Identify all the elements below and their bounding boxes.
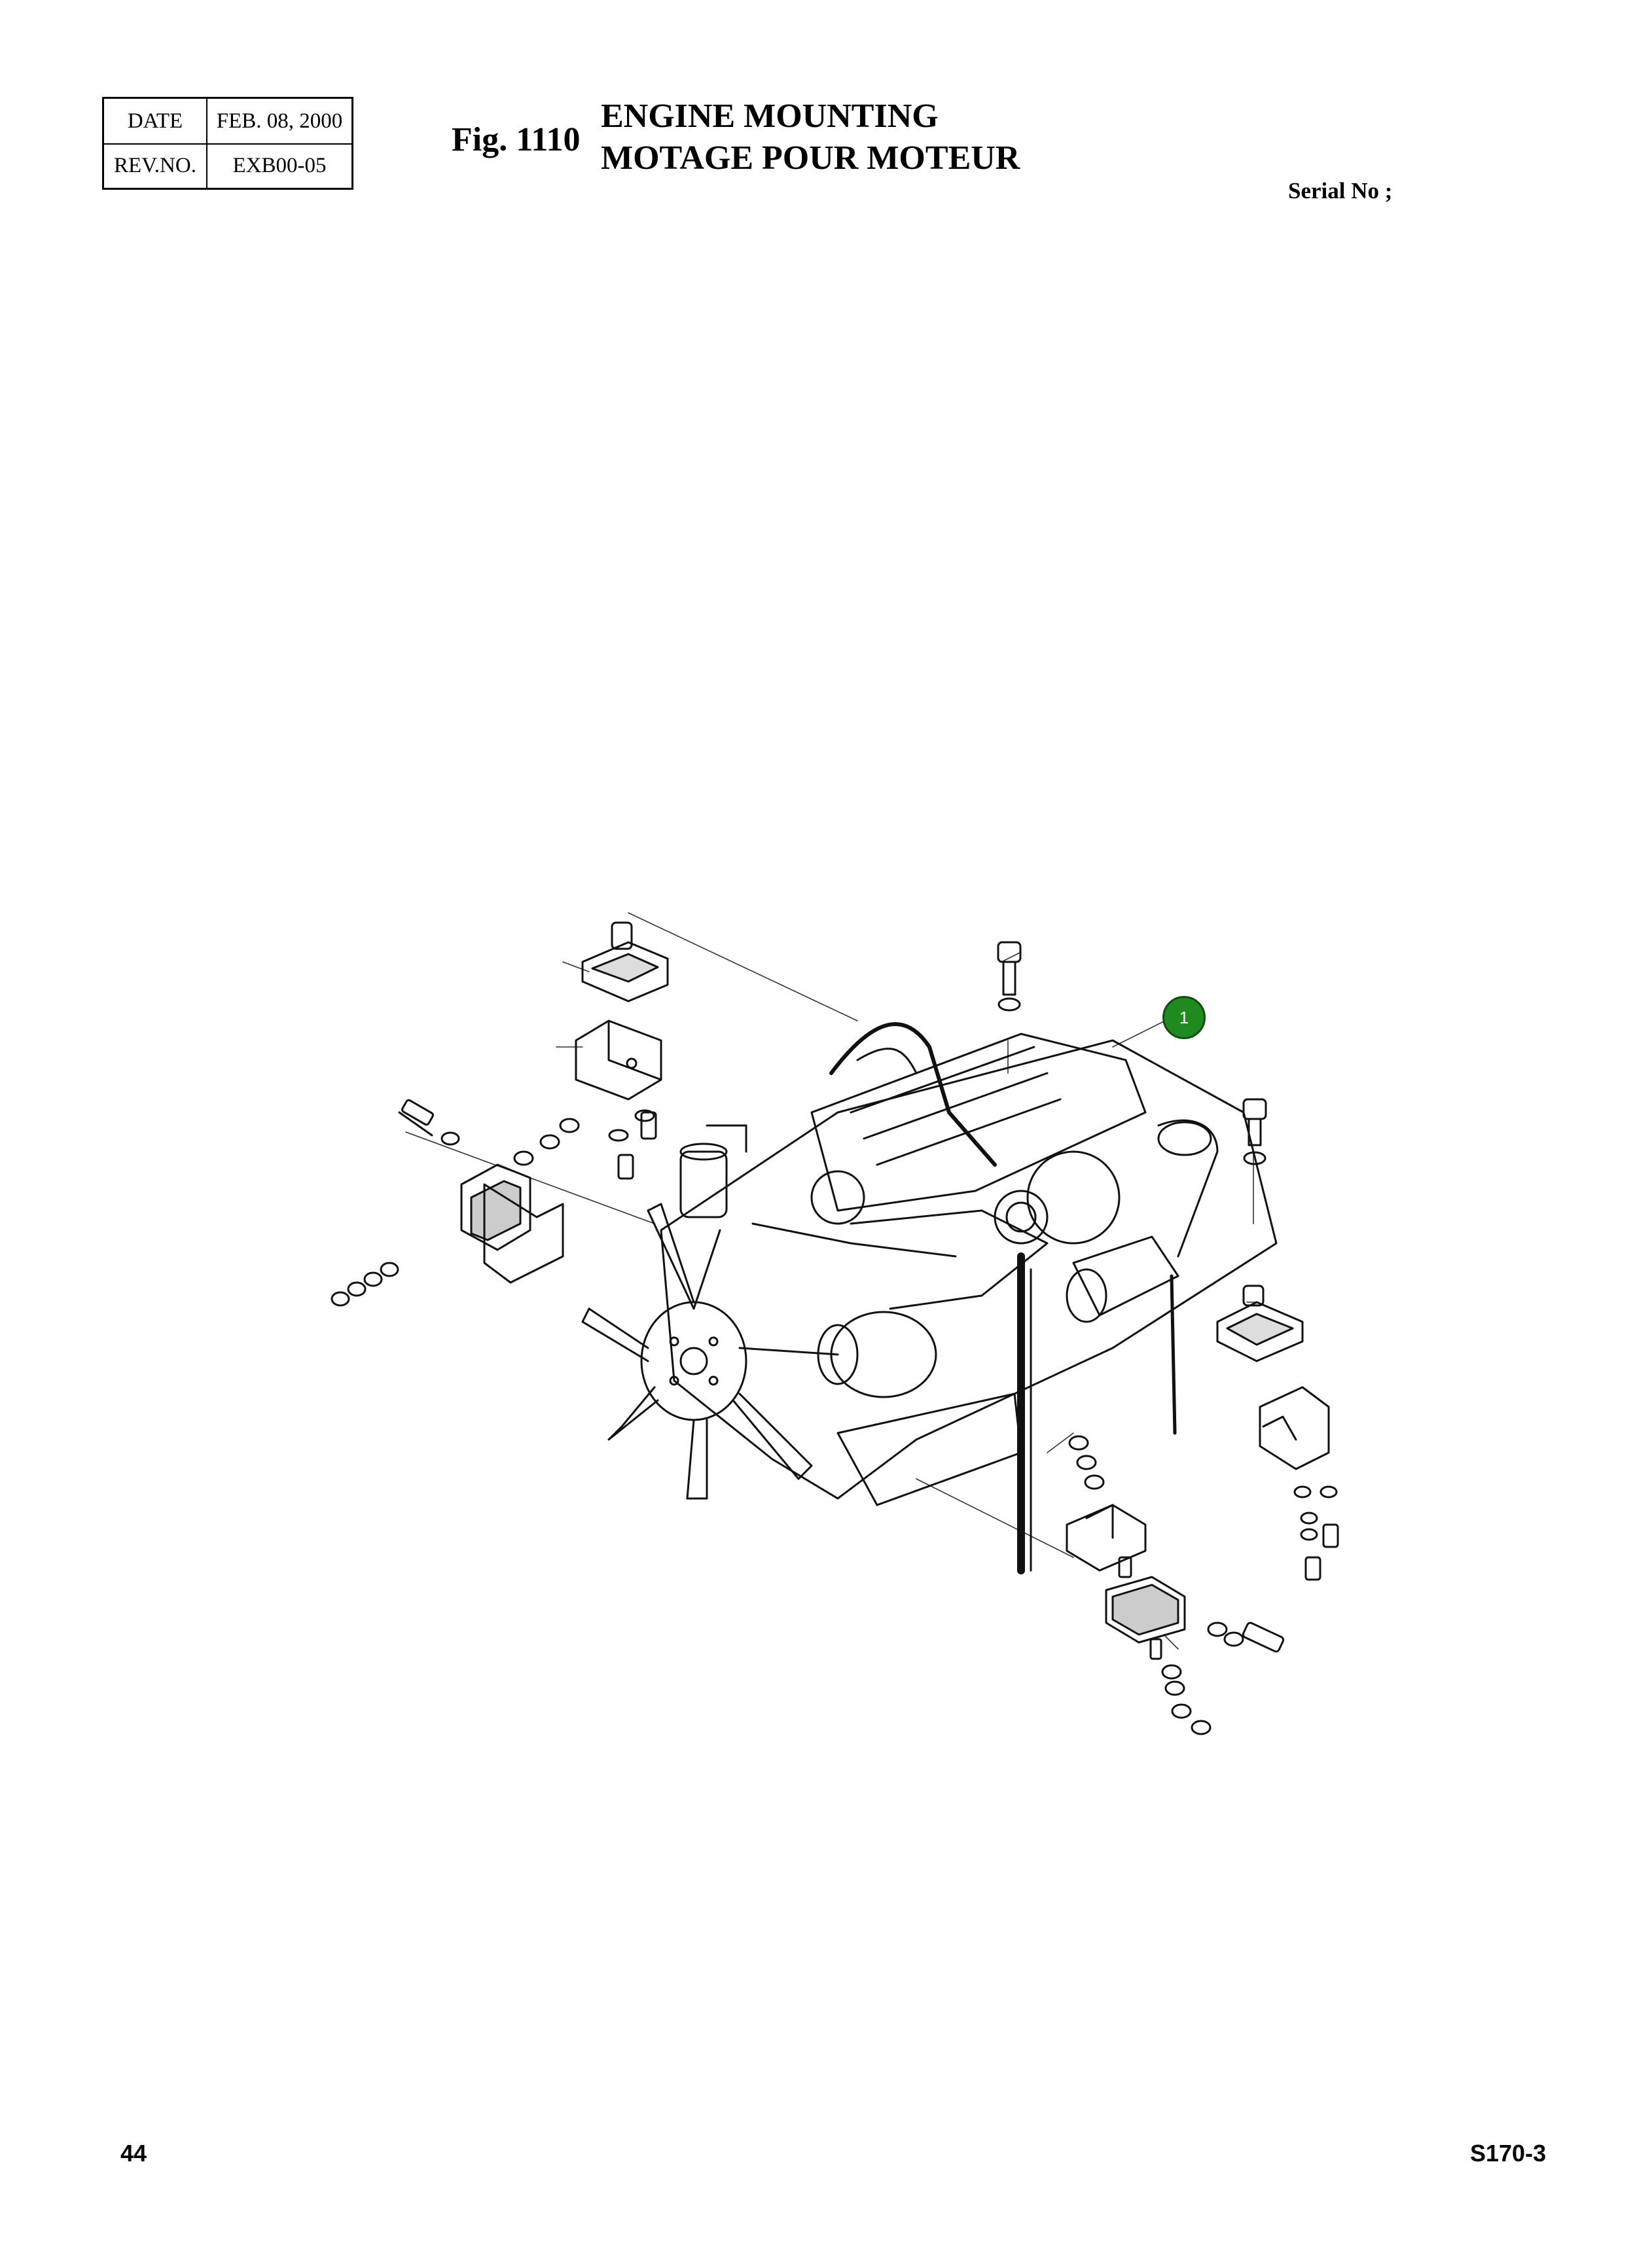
page-number: 44 xyxy=(120,2140,147,2167)
date-row: DATE FEB. 08, 2000 xyxy=(104,99,351,145)
right-rear-bracket xyxy=(1259,1386,1330,1470)
cooling-fan xyxy=(581,1203,839,1500)
date-value: FEB. 08, 2000 xyxy=(216,109,343,133)
serial-number-label: Serial No ; xyxy=(1288,178,1393,204)
right-rear-rubber-mount xyxy=(1216,1285,1304,1362)
upper-right-bolt xyxy=(997,941,1022,1012)
bracket-bolts-left xyxy=(608,1109,657,1180)
figure-number: Fig. 1110 xyxy=(452,121,581,158)
upper-left-bracket xyxy=(575,1019,662,1101)
revision-label: REV.NO. xyxy=(104,143,207,188)
page-title-french: MOTAGE POUR MOTEUR xyxy=(601,139,1020,177)
revision-info-table: DATE FEB. 08, 2000 REV.NO. EXB00-05 xyxy=(102,97,353,190)
model-code: S170-3 xyxy=(1470,2140,1547,2167)
callout-1[interactable]: 1 xyxy=(1162,996,1206,1039)
right-rear-hardware xyxy=(1293,1485,1339,1581)
date-label: DATE xyxy=(104,99,207,143)
leader-lines xyxy=(405,912,1257,1650)
right-side-bolt xyxy=(1242,1098,1267,1165)
engine-assembly xyxy=(581,1022,1278,1574)
revision-value: EXB00-05 xyxy=(232,153,327,177)
engine-mounting-exploded-diagram xyxy=(331,912,1339,1735)
page-title-english: ENGINE MOUNTING xyxy=(601,97,939,135)
revision-row: REV.NO. EXB00-05 xyxy=(104,143,351,188)
lower-front-engine-mount xyxy=(1066,1435,1285,1735)
left-engine-mount xyxy=(331,1099,580,1307)
upper-left-rubber-mount xyxy=(581,921,669,1002)
